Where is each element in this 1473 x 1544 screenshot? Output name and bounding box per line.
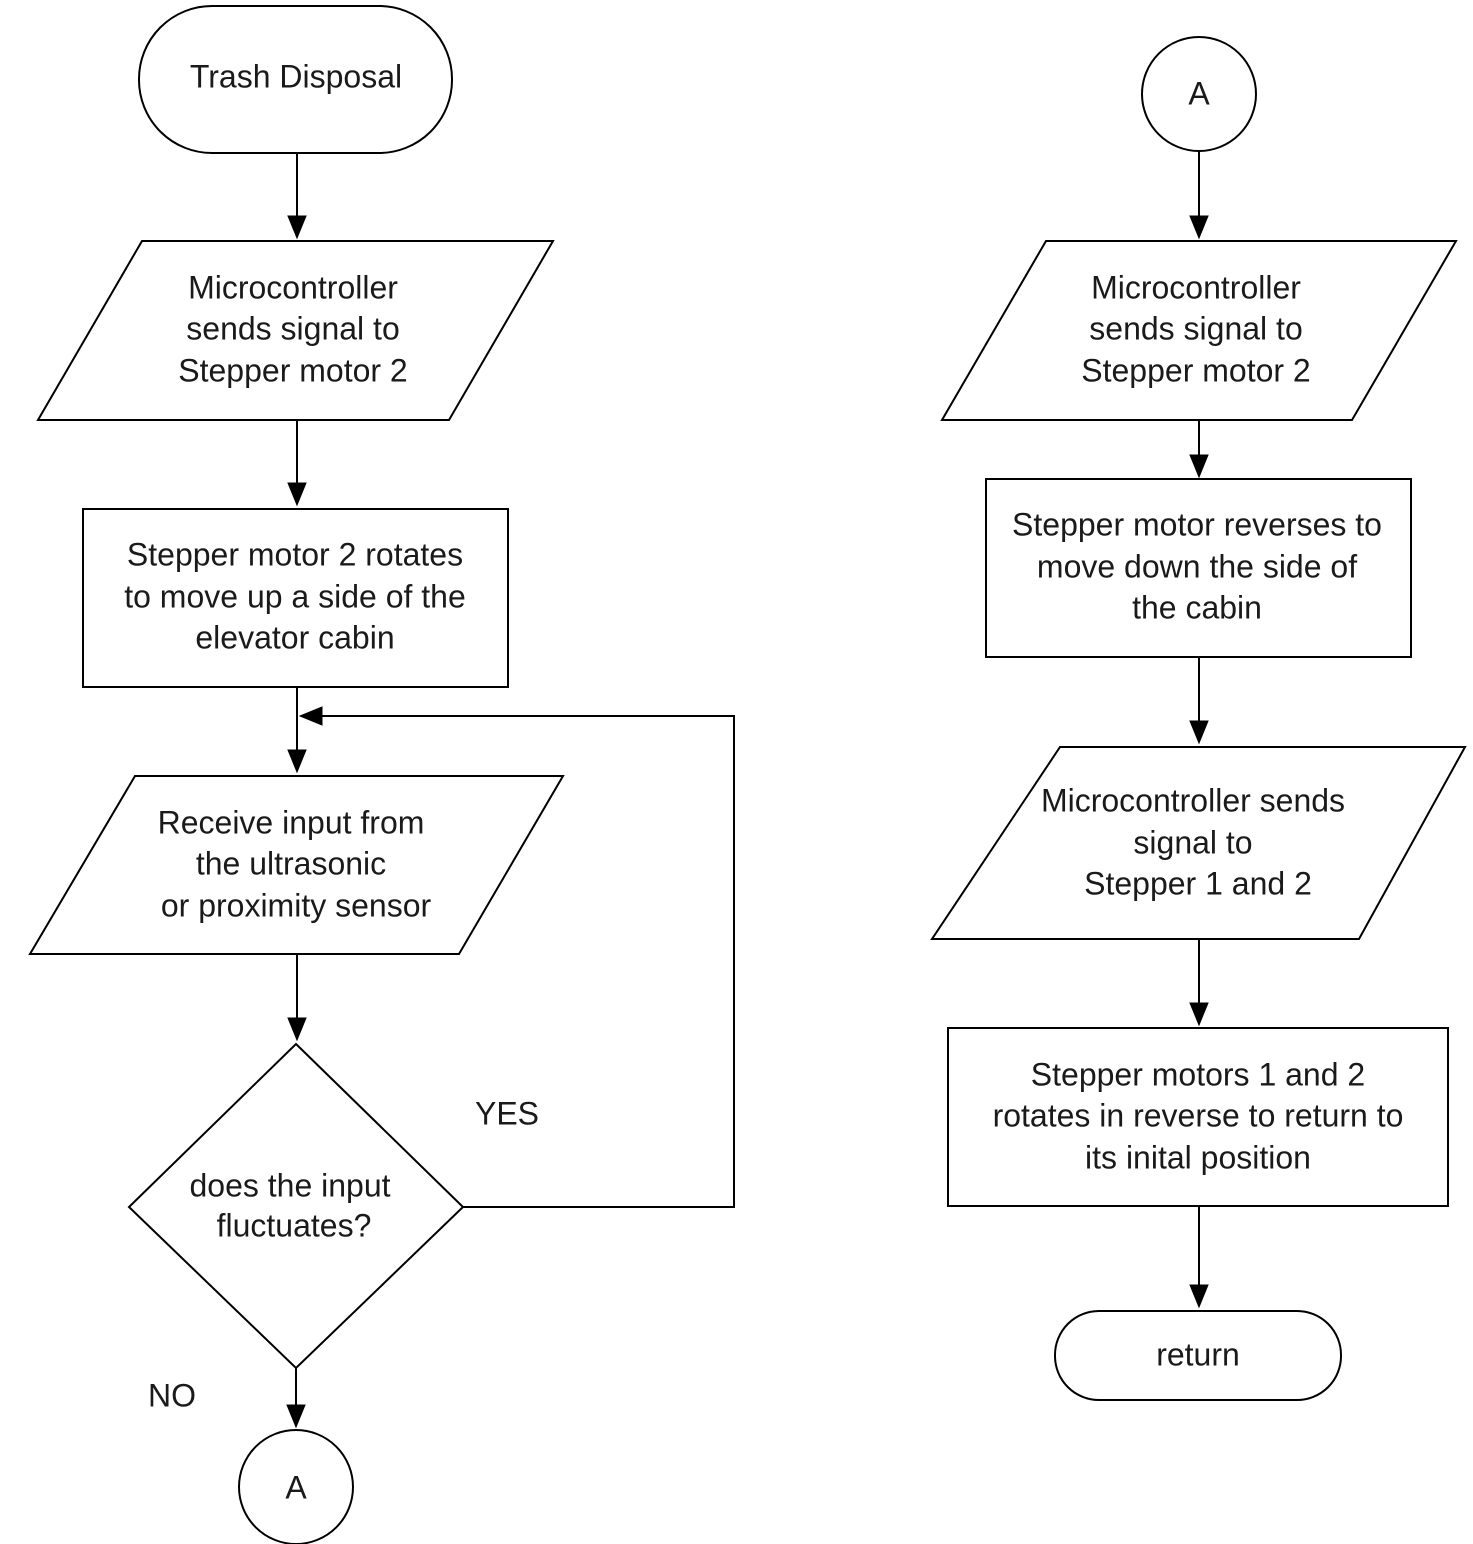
connector-a-out: A bbox=[238, 1429, 354, 1544]
left-input-signal-node: Microcontroller sends signal to Stepper … bbox=[36, 240, 555, 421]
edge-right-input-to-reverse-down bbox=[1189, 420, 1209, 479]
return-initial-process: Stepper motors 1 and 2 rotates in revers… bbox=[947, 1027, 1449, 1207]
return-initial-line-2: rotates in reverse to return to bbox=[993, 1097, 1404, 1133]
start-terminator-label: Trash Disposal bbox=[190, 58, 402, 94]
decision-line-2: fluctuates? bbox=[217, 1207, 372, 1243]
reverse-down-process: Stepper motor reverses to move down the … bbox=[985, 478, 1412, 658]
signal-both-line-2: signal to bbox=[1133, 824, 1252, 860]
edge-rotate-up-to-receive-input bbox=[287, 687, 307, 774]
edge-start-to-input-signal bbox=[287, 153, 307, 240]
edge-return-initial-to-end bbox=[1189, 1206, 1209, 1309]
edge-receive-input-to-decision bbox=[287, 954, 307, 1042]
reverse-down-line-1: Stepper motor reverses to bbox=[1012, 506, 1382, 542]
end-terminator-label: return bbox=[1156, 1336, 1240, 1372]
edge-reverse-down-to-signal-both bbox=[1189, 657, 1209, 745]
rotate-up-process: Stepper motor 2 rotates to move up a sid… bbox=[82, 508, 509, 688]
edge-signal-both-to-return-initial bbox=[1189, 939, 1209, 1027]
no-label: NO bbox=[148, 1377, 196, 1413]
edge-decision-yes-loop bbox=[298, 706, 735, 1208]
left-input-signal-line-2: sends signal to bbox=[186, 310, 399, 346]
right-input-signal-line-2: sends signal to bbox=[1089, 310, 1302, 346]
decision-line-1: does the input bbox=[189, 1167, 390, 1203]
rotate-up-line-3: elevator cabin bbox=[195, 619, 394, 655]
signal-both-line-3: Stepper 1 and 2 bbox=[1084, 865, 1312, 901]
receive-input-line-1: Receive input from bbox=[158, 804, 425, 840]
connector-a-out-label: A bbox=[285, 1469, 307, 1505]
connector-a-in-label: A bbox=[1188, 75, 1210, 111]
receive-input-line-2: the ultrasonic bbox=[196, 845, 386, 881]
end-terminator: return bbox=[1054, 1310, 1342, 1401]
rotate-up-line-1: Stepper motor 2 rotates bbox=[127, 536, 463, 572]
signal-both-line-1: Microcontroller sends bbox=[1041, 782, 1345, 818]
yes-label: YES bbox=[475, 1095, 539, 1131]
connector-a-in: A bbox=[1141, 36, 1257, 152]
receive-input-line-3: or proximity sensor bbox=[161, 887, 432, 923]
edge-connector-to-right-input-signal bbox=[1189, 151, 1209, 240]
start-terminator: Trash Disposal bbox=[138, 5, 453, 154]
return-initial-line-1: Stepper motors 1 and 2 bbox=[1031, 1056, 1365, 1092]
right-input-signal-line-1: Microcontroller bbox=[1091, 269, 1301, 305]
left-input-signal-line-1: Microcontroller bbox=[188, 269, 398, 305]
reverse-down-line-3: the cabin bbox=[1132, 589, 1262, 625]
receive-input-node: Receive input from the ultrasonic or pro… bbox=[28, 775, 565, 955]
rotate-up-line-2: to move up a side of the bbox=[124, 578, 466, 614]
edge-input-signal-to-rotate-up bbox=[287, 420, 307, 507]
edge-decision-no bbox=[286, 1368, 306, 1429]
signal-both-node: Microcontroller sends signal to Stepper … bbox=[930, 746, 1467, 940]
right-input-signal-line-3: Stepper motor 2 bbox=[1081, 352, 1310, 388]
right-input-signal-node: Microcontroller sends signal to Stepper … bbox=[940, 240, 1458, 421]
decision-node: does the input fluctuates? bbox=[127, 1042, 465, 1370]
reverse-down-line-2: move down the side of bbox=[1037, 548, 1357, 584]
left-input-signal-line-3: Stepper motor 2 bbox=[178, 352, 407, 388]
return-initial-line-3: its inital position bbox=[1085, 1139, 1311, 1175]
